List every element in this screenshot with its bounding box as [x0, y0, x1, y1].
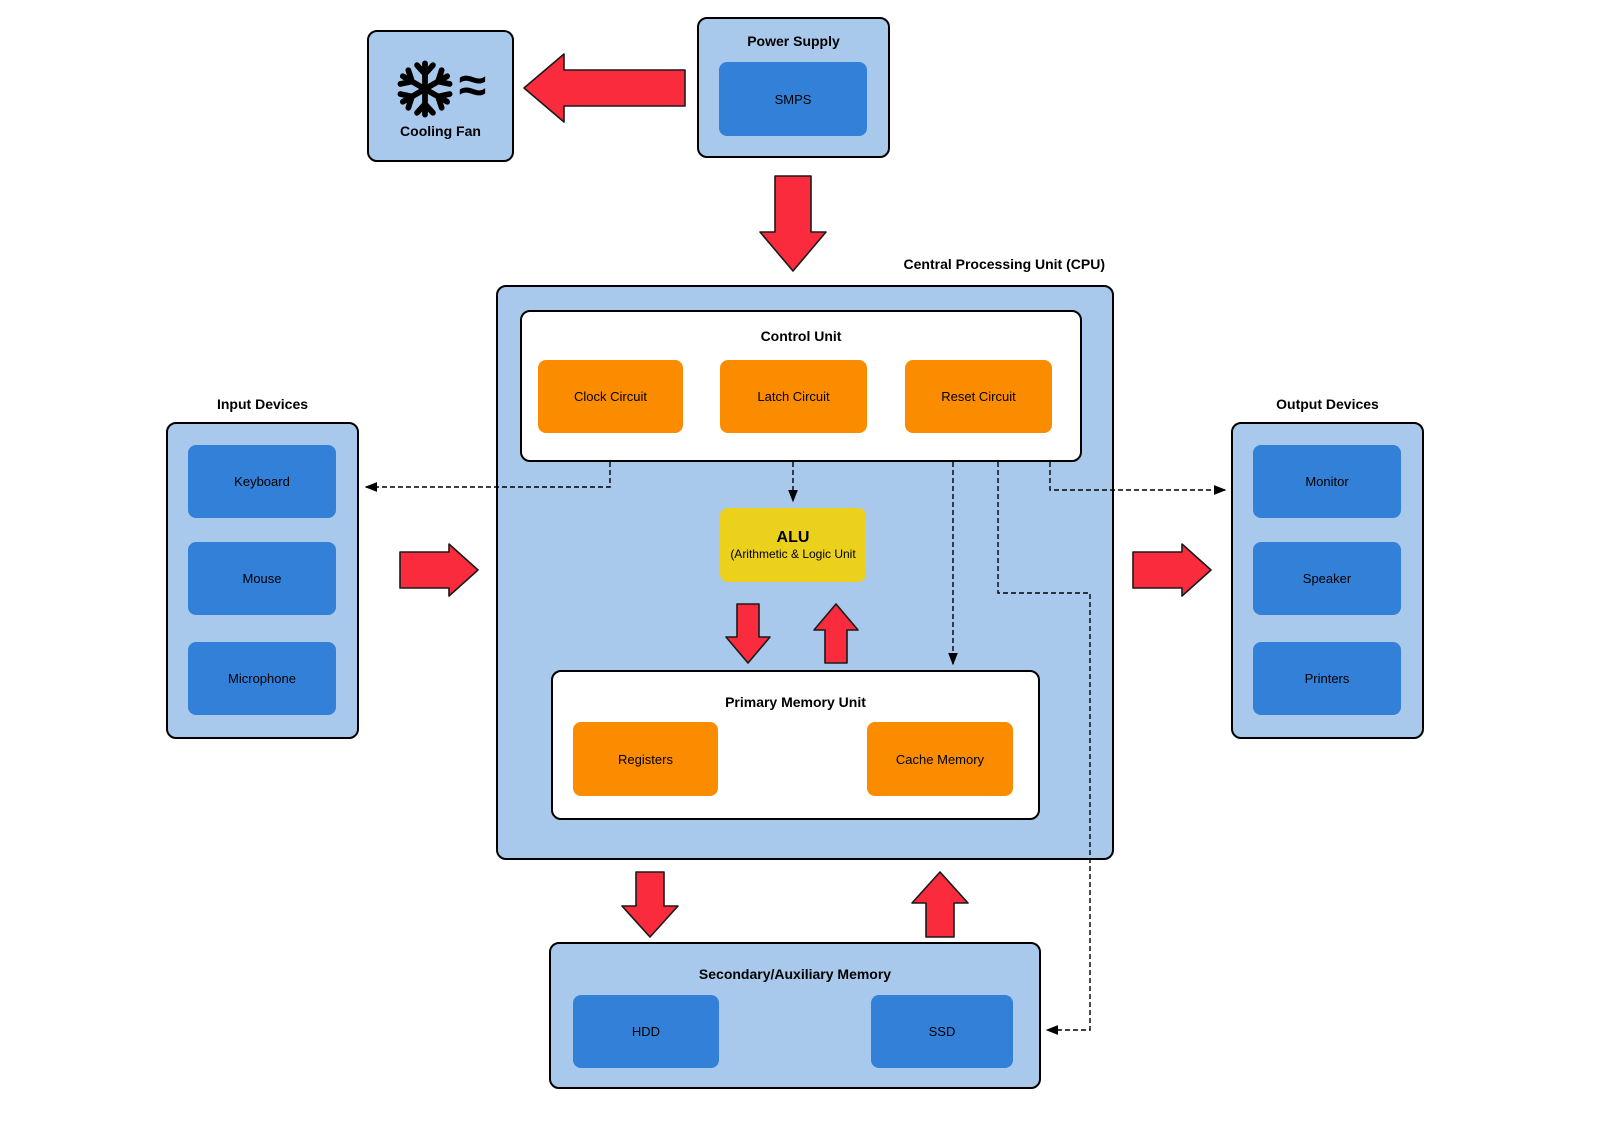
- red-arrow-input-to-cpu: [399, 543, 479, 597]
- red-arrow-cpu-to-secondary: [621, 871, 679, 938]
- alu-node: ALU (Arithmetic & Logic Unit: [720, 508, 866, 582]
- clock-circuit-node: Clock Circuit: [538, 360, 683, 433]
- airflow-icon: ≈: [458, 56, 487, 113]
- speaker-node: Speaker: [1253, 542, 1401, 615]
- mouse-node: Mouse: [188, 542, 336, 615]
- registers-node: Registers: [573, 722, 718, 796]
- alu-title: ALU: [776, 529, 810, 546]
- input-devices-title: Input Devices: [216, 396, 309, 412]
- cooling-fan-icons: ≈: [395, 59, 486, 119]
- primary-memory-title: Primary Memory Unit: [725, 694, 866, 710]
- microphone-node: Microphone: [188, 642, 336, 715]
- snowflake-icon: [395, 60, 455, 118]
- keyboard-node: Keyboard: [188, 445, 336, 518]
- hdd-node: HDD: [573, 995, 719, 1068]
- secondary-memory-title: Secondary/Auxiliary Memory: [698, 966, 892, 982]
- smps-node: SMPS: [719, 62, 867, 136]
- alu-subtitle: (Arithmetic & Logic Unit: [730, 546, 856, 561]
- cooling-fan-label: Cooling Fan: [400, 123, 481, 139]
- red-arrow-cpu-to-output: [1132, 543, 1212, 597]
- reset-circuit-node: Reset Circuit: [905, 360, 1052, 433]
- cooling-fan-box: ≈ Cooling Fan: [367, 30, 514, 162]
- cpu-title: Central Processing Unit (CPU): [903, 256, 1105, 272]
- monitor-node: Monitor: [1253, 445, 1401, 518]
- latch-circuit-node: Latch Circuit: [720, 360, 867, 433]
- printers-node: Printers: [1253, 642, 1401, 715]
- ssd-node: SSD: [871, 995, 1013, 1068]
- cache-memory-node: Cache Memory: [867, 722, 1013, 796]
- output-devices-title: Output Devices: [1276, 396, 1379, 412]
- control-unit-title: Control Unit: [760, 328, 842, 344]
- power-supply-title: Power Supply: [747, 33, 840, 49]
- red-arrow-secondary-to-cpu: [911, 871, 969, 938]
- red-arrow-psu-to-fan: [523, 53, 686, 123]
